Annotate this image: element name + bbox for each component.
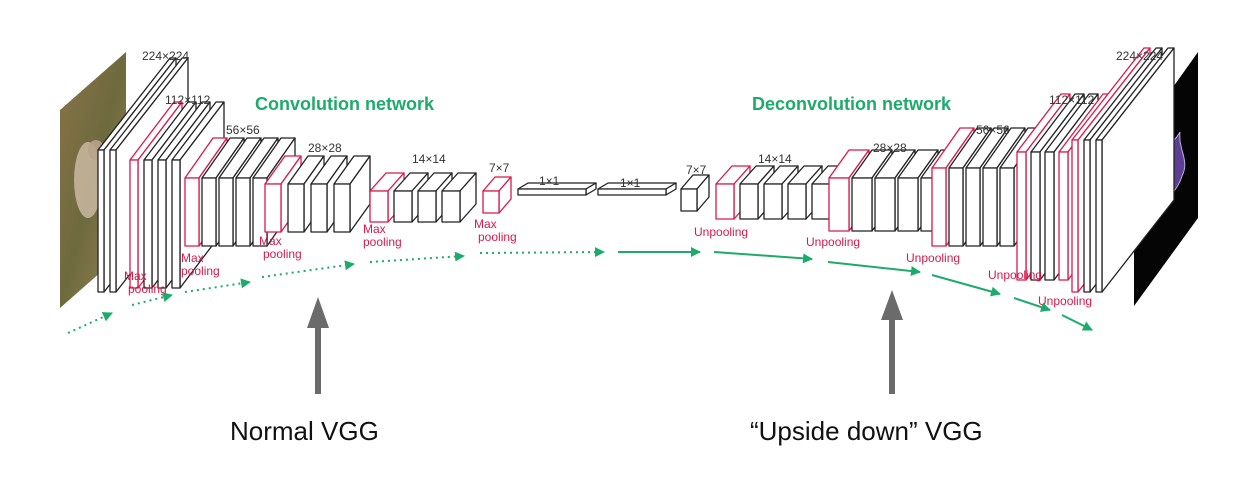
decoder-dim-label: 112×112: [1049, 93, 1095, 107]
flow-arrow: [827, 261, 921, 276]
decoder-dim-label: 14×14: [758, 152, 792, 166]
flow-arrow: [713, 251, 813, 264]
unpooling-label: Unpooling: [988, 268, 1042, 282]
normal-vgg-caption: Normal VGG: [230, 416, 379, 446]
flow-arrow: [1061, 314, 1093, 331]
svg-text:Max: Max: [259, 234, 282, 248]
deconvolution-network-title: Deconvolution network: [752, 94, 952, 114]
encoder-dim-label: 224×224: [142, 49, 189, 63]
conv-layer-slab: [680, 174, 710, 212]
flow-arrow: [67, 312, 113, 334]
encoder-dim-label: 1×1: [539, 174, 560, 188]
flow-arrow: [931, 274, 1001, 297]
decoder-dim-label: 1×1: [620, 176, 641, 190]
decoder-dim-label: 224×224: [1116, 49, 1163, 63]
svg-text:pooling: pooling: [263, 247, 302, 261]
encoder-dim-label: 7×7: [489, 161, 510, 175]
flow-arrow: [184, 278, 251, 293]
svg-text:pooling: pooling: [181, 264, 220, 278]
upside-down-vgg-arrow: [881, 290, 903, 394]
svg-text:pooling: pooling: [478, 230, 517, 244]
encoder-dim-label: 28×28: [308, 141, 342, 155]
layer-stacks: [97, 47, 1175, 293]
encoder-dim-label: 14×14: [412, 152, 446, 166]
svg-text:Max: Max: [124, 269, 147, 283]
max-pooling-label: Max pooling: [181, 251, 220, 278]
encoder-dim-label: 112×112: [165, 93, 211, 107]
flow-arrow: [369, 251, 465, 263]
svg-text:pooling: pooling: [128, 282, 167, 296]
max-pooling-label: Max pooling: [124, 269, 167, 296]
conv-layer-slab: [310, 155, 348, 233]
max-pooling-label: Max pooling: [474, 217, 517, 244]
unpooling-label: Unpooling: [906, 251, 960, 265]
svg-text:Max: Max: [363, 222, 386, 236]
conv-layer-slab: [441, 172, 477, 223]
decoder-dim-label: 7×7: [686, 163, 707, 177]
decoder-dim-label: 56×56: [976, 123, 1010, 137]
flow-arrow: [1013, 297, 1051, 312]
unpooling-label: Unpooling: [806, 235, 860, 249]
flow-arrows: [67, 247, 1093, 334]
pooling-layer-slab: [482, 176, 512, 214]
flow-arrow: [131, 292, 173, 306]
svg-text:Max: Max: [181, 251, 204, 265]
svg-text:Max: Max: [474, 217, 497, 231]
unpooling-label: Unpooling: [694, 225, 748, 239]
flow-arrow: [261, 260, 355, 278]
flow-arrow: [479, 247, 605, 258]
normal-vgg-arrow: [307, 297, 329, 394]
svg-text:pooling: pooling: [363, 235, 402, 249]
max-pooling-label: Max pooling: [259, 234, 302, 261]
decoder-dim-label: 28×28: [873, 141, 907, 155]
fc-layer-slab: [517, 182, 597, 196]
encoder-dim-label: 56×56: [226, 123, 260, 137]
conv-layer-slab: [333, 155, 371, 233]
max-pooling-label: Max pooling: [363, 222, 402, 249]
conv-layer-slab: [1095, 47, 1175, 293]
upside-down-vgg-caption: “Upside down” VGG: [750, 416, 983, 446]
convolution-network-title: Convolution network: [255, 94, 435, 114]
fc-layer-slab: [597, 182, 677, 196]
unpooling-label: Unpooling: [1038, 294, 1092, 308]
